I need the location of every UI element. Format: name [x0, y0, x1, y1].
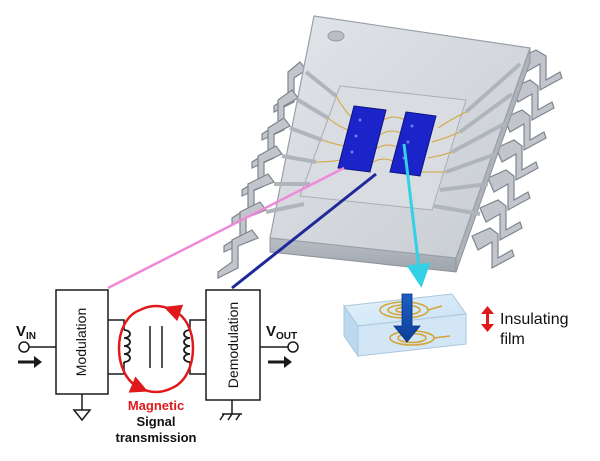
thickness-arrow	[481, 306, 494, 332]
modulation-label: Modulation	[73, 308, 89, 377]
pink-connector-line	[107, 166, 345, 290]
insulating-film-block	[343, 293, 467, 358]
magnetic-label: Magnetic	[128, 398, 184, 413]
signal-label: Signal	[136, 414, 175, 429]
vin-terminal	[18, 341, 30, 353]
demodulation-box	[205, 289, 261, 401]
cyan-arrow	[402, 143, 431, 288]
left-leads	[217, 61, 307, 279]
ground-symbol-right	[219, 413, 242, 421]
navy-connector-line	[231, 172, 377, 290]
demodulation-label: Demodulation	[225, 302, 241, 388]
primary-coil	[123, 329, 131, 364]
ic-package	[217, 15, 563, 279]
insulating-label: Insulating	[500, 311, 569, 328]
circuit-schematic	[18, 289, 299, 422]
film-label: film	[500, 331, 525, 348]
vin-label: VIN	[16, 323, 36, 342]
transmission-label: transmission	[116, 430, 197, 445]
vout-label: VOUT	[266, 323, 297, 342]
secondary-coil	[183, 329, 191, 364]
modulator-die	[337, 105, 387, 173]
right-leads	[471, 49, 563, 270]
vout-terminal	[287, 341, 299, 353]
demodulator-die	[389, 111, 437, 177]
magnetic-field-loop	[117, 304, 195, 394]
flux-arrow	[393, 293, 421, 343]
ground-symbol-left	[72, 409, 92, 422]
